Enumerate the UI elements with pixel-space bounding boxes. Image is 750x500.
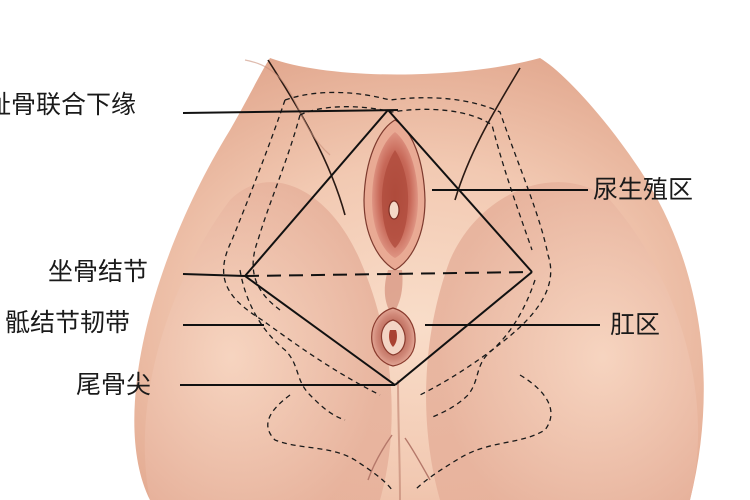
left-outer-line <box>244 59 331 156</box>
leader-lines <box>180 109 600 386</box>
left-gluteal-fold <box>367 434 393 481</box>
label-pubic-symphysis: 耻骨联合下缘 <box>0 90 137 119</box>
label-coccyx-tip: 尾骨尖 <box>76 370 152 399</box>
label-ischial-tuberosity: 坐骨结节 <box>48 257 149 286</box>
label-sacrotuberous-ligament: 骶结节韧带 <box>5 308 131 337</box>
leader-pubic <box>182 109 399 114</box>
perineal-body <box>384 270 403 315</box>
left-buttock <box>144 182 392 500</box>
natal-cleft <box>397 379 401 500</box>
anal-organ <box>371 307 416 367</box>
right-gluteal-fold <box>404 437 431 481</box>
label-anal-region: 肛区 <box>610 310 661 339</box>
right-buttock <box>426 182 699 500</box>
label-urogenital-region: 尿生殖区 <box>593 175 694 204</box>
urogenital-organ <box>363 119 426 271</box>
right-thigh-line <box>454 67 521 201</box>
interischial-line <box>244 271 533 277</box>
leader-ischial <box>182 273 246 277</box>
